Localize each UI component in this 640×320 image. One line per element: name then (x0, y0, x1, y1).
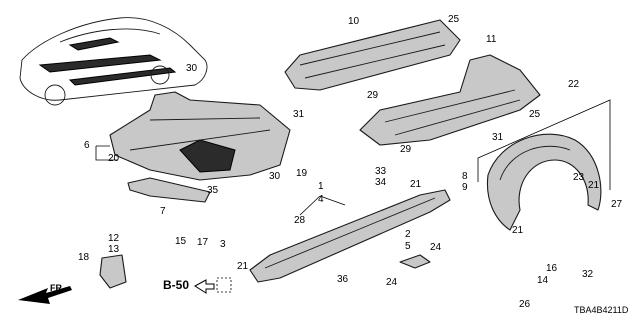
callout-10: 10 (348, 16, 360, 27)
callout-29a: 29 (367, 90, 379, 101)
callout-25a: 25 (448, 14, 460, 25)
callout-36: 36 (337, 274, 349, 285)
callout-18: 18 (78, 252, 90, 263)
under-cover-11 (359, 54, 541, 146)
callout-30a: 30 (186, 63, 198, 74)
callout-35: 35 (207, 185, 219, 196)
callout-30b: 30 (269, 171, 281, 182)
callout-7: 7 (160, 206, 166, 217)
callout-24a: 24 (430, 242, 442, 253)
side-sill-garnish-1 (249, 189, 451, 283)
callout-25b: 25 (529, 109, 541, 120)
callout-27: 27 (611, 199, 623, 210)
callout-8: 8 (462, 171, 468, 182)
callout-33: 33 (375, 166, 387, 177)
callout-21a: 21 (237, 261, 249, 272)
callout-31b: 31 (492, 132, 504, 143)
front-direction-label: FR. (50, 283, 65, 293)
callout-9: 9 (462, 182, 468, 193)
callout-21b: 21 (410, 179, 422, 190)
callout-22: 22 (568, 79, 580, 90)
callout-24b: 24 (386, 277, 398, 288)
callout-34: 34 (375, 177, 387, 188)
callout-14: 14 (537, 275, 549, 286)
callout-20: 20 (108, 153, 120, 164)
callout-6: 6 (84, 140, 90, 151)
callout-16: 16 (546, 263, 558, 274)
callout-29b: 29 (400, 144, 412, 155)
callout-28: 28 (294, 215, 306, 226)
callout-2: 2 (405, 229, 411, 240)
callout-21d: 21 (512, 225, 524, 236)
callout-5: 5 (405, 241, 411, 252)
reference-b50: B-50 (163, 278, 190, 292)
leader-lines (95, 99, 611, 216)
callout-21c: 21 (588, 180, 600, 191)
b50-arrow-icon (194, 277, 232, 294)
vehicle-overview (19, 17, 208, 106)
callout-3: 3 (220, 239, 226, 250)
callout-15: 15 (175, 236, 187, 247)
callout-12: 12 (108, 233, 120, 244)
callout-13: 13 (108, 244, 120, 255)
fender-liner-8 (486, 133, 602, 231)
bracket-5 (399, 254, 431, 269)
callout-1: 1 (318, 181, 324, 192)
callout-31a: 31 (293, 109, 305, 120)
callout-4: 4 (318, 194, 324, 205)
callout-17: 17 (197, 237, 209, 248)
callout-23: 23 (573, 172, 585, 183)
callout-32: 32 (582, 269, 594, 280)
callout-26: 26 (519, 299, 531, 310)
under-cover-10 (284, 19, 461, 91)
mud-guard-12 (99, 254, 127, 289)
front-under-cover-6 (109, 91, 291, 181)
diagram-code: TBA4B4211D (574, 305, 629, 315)
callout-19: 19 (296, 168, 308, 179)
callout-11: 11 (486, 34, 497, 45)
front-arrow-icon (18, 286, 72, 304)
splash-guard-7 (127, 177, 211, 203)
